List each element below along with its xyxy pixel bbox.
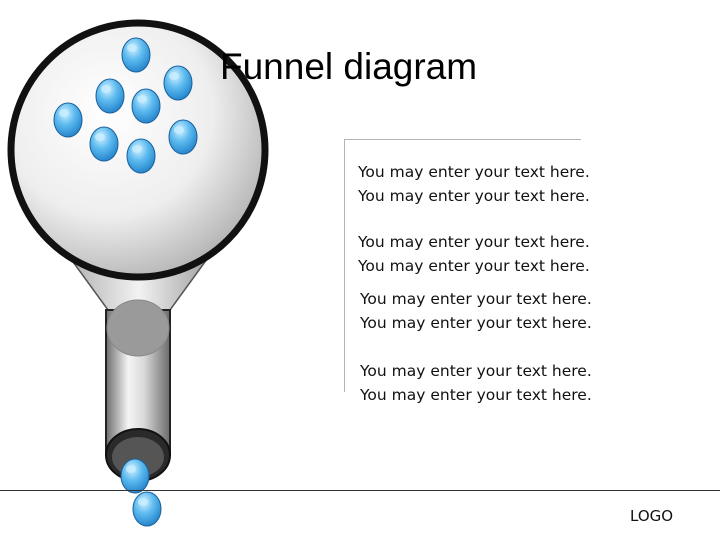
text-panel-frame <box>344 139 581 392</box>
water-drop-10 <box>132 491 162 527</box>
water-drop-highlight <box>169 72 179 80</box>
slide-title: Funnel diagram <box>220 46 478 87</box>
text-item-3: You may enter your text here. You may en… <box>360 290 592 332</box>
water-drop-highlight <box>138 498 148 506</box>
footer-divider <box>0 490 720 491</box>
water-drop-6 <box>89 126 119 162</box>
water-drop-3 <box>95 78 125 114</box>
water-drop-4 <box>131 88 161 124</box>
water-drop-highlight <box>132 145 142 153</box>
logo-text: LOGO <box>630 507 674 525</box>
water-drop-highlight <box>101 85 111 93</box>
water-drop-5 <box>53 102 83 138</box>
water-drop-2 <box>163 65 193 101</box>
water-drop-highlight <box>127 44 137 52</box>
text-item-1: You may enter your text here. You may en… <box>358 163 590 205</box>
water-drop-highlight <box>59 109 69 117</box>
text-item-4: You may enter your text here. You may en… <box>360 362 592 404</box>
water-drop-1 <box>121 37 151 73</box>
water-drop-7 <box>168 119 198 155</box>
water-drop-9 <box>120 458 150 494</box>
water-drop-8 <box>126 138 156 174</box>
funnel-tube-top <box>106 299 170 357</box>
water-drop-highlight <box>126 465 136 473</box>
text-item-2: You may enter your text here. You may en… <box>358 233 590 275</box>
water-drop-highlight <box>137 95 147 103</box>
water-drop-highlight <box>174 126 184 134</box>
water-drop-highlight <box>95 133 105 141</box>
